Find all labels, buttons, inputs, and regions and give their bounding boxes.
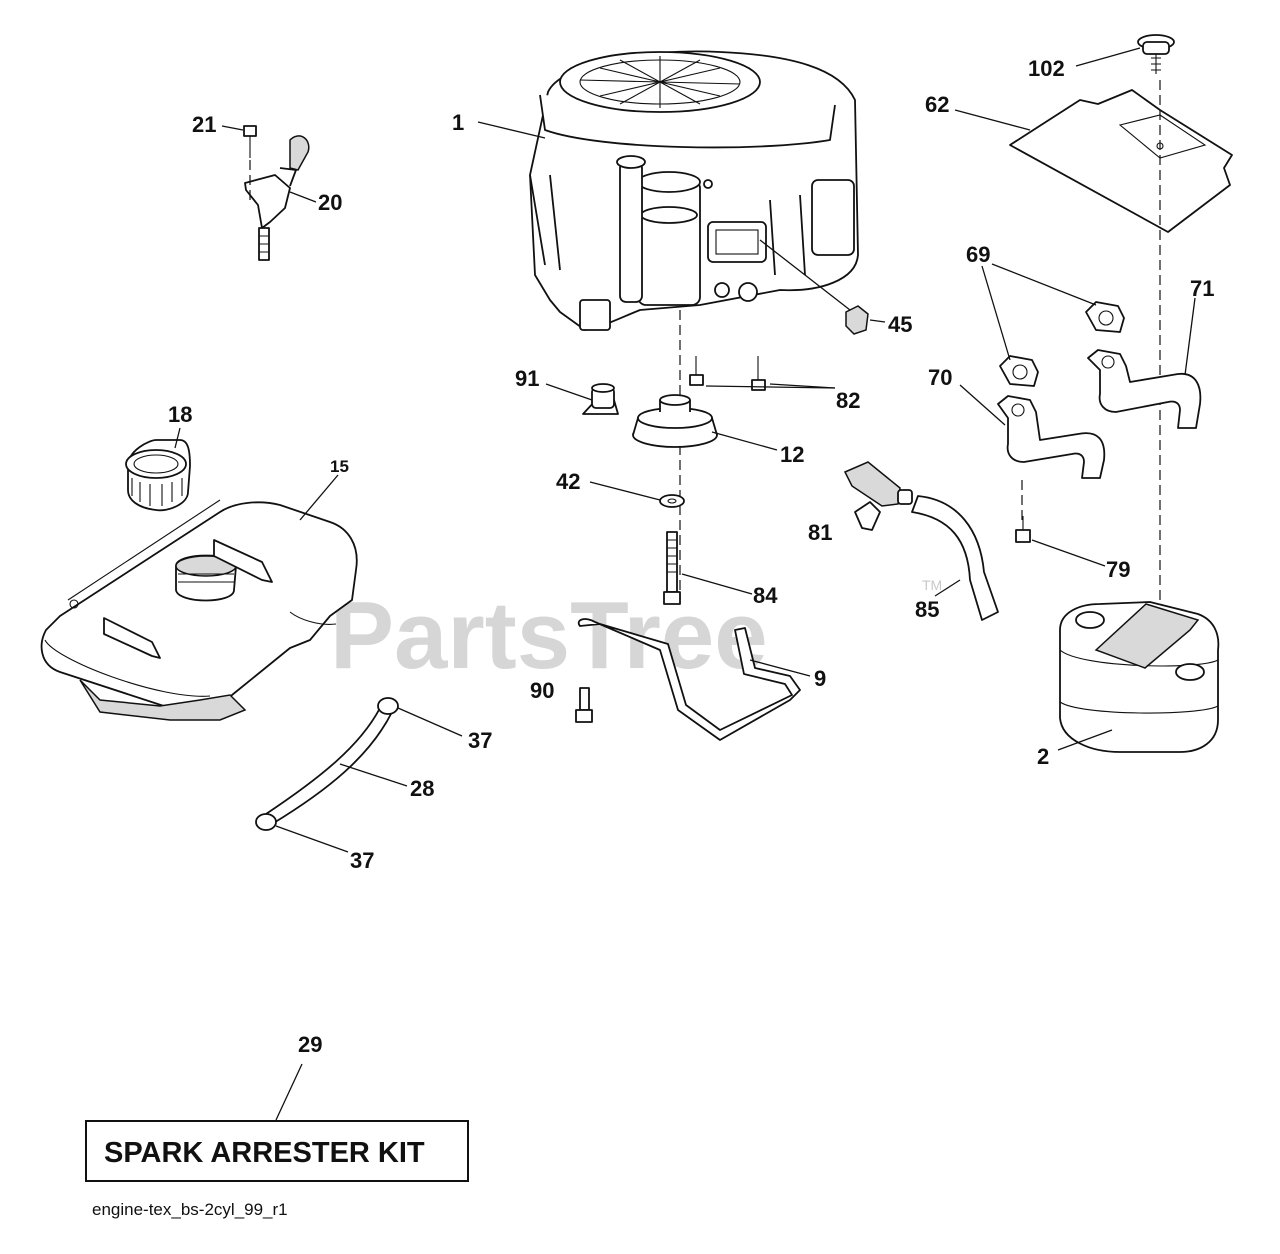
callout-85: 84 (753, 583, 778, 608)
callout-70: 70 (928, 365, 952, 390)
callout-71: 71 (1190, 276, 1214, 301)
callout-1: 1 (452, 110, 464, 135)
callout-18: 18 (168, 402, 192, 427)
callout-90: 90 (530, 678, 554, 703)
callout-28: 28 (410, 776, 434, 801)
callout-29: 29 (298, 1032, 322, 1057)
part-screw-21[interactable] (243, 125, 257, 205)
part-fuel-hose-28[interactable] (265, 707, 393, 825)
callout-69: 69 (966, 242, 990, 267)
part-fuel-line-81[interactable] (911, 495, 999, 621)
callout-2: 2 (1037, 744, 1049, 769)
part-fuel-tank[interactable] (40, 499, 358, 721)
part-bushing[interactable] (582, 383, 619, 415)
part-knob-102[interactable] (1137, 34, 1175, 74)
part-throttle-bracket[interactable] (244, 135, 310, 261)
callout-91: 91 (515, 366, 539, 391)
part-heat-shield[interactable] (1009, 89, 1233, 233)
part-exhaust-pipe-70[interactable] (997, 395, 1106, 479)
callout-12: 12 (780, 442, 804, 467)
part-gasket-69b[interactable] (1085, 301, 1125, 333)
spark-arrester-kit-label: SPARK ARRESTER KIT (104, 1137, 425, 1169)
spark-arrester-kit-box[interactable]: SPARK ARRESTER KIT (85, 1120, 469, 1182)
part-exhaust-pipe-71[interactable] (1087, 349, 1202, 429)
part-pulley[interactable] (632, 394, 718, 448)
callout-15: 15 (330, 457, 349, 476)
callout-81: 85 (915, 597, 939, 622)
part-bolts-84[interactable] (689, 356, 766, 391)
callout-37a: 37 (468, 728, 492, 753)
part-bolt-79[interactable] (1015, 516, 1031, 543)
watermark-brand: PartsTree (330, 582, 768, 689)
part-bracket-9[interactable] (577, 618, 801, 741)
part-bolt-90[interactable] (575, 687, 593, 723)
watermark-trademark: TM (922, 577, 942, 593)
part-bolt-85[interactable] (663, 531, 681, 605)
callout-42: 42 (556, 469, 580, 494)
callout-82: 81 (808, 520, 832, 545)
callout-79: 79 (1106, 557, 1130, 582)
callout-62: 62 (925, 92, 949, 117)
callout-37b: 37 (350, 848, 374, 873)
part-gasket-69a[interactable] (999, 355, 1039, 387)
part-engine[interactable] (529, 50, 859, 331)
part-muffler[interactable] (1059, 601, 1220, 753)
diagram-code: engine-tex_bs-2cyl_99_r1 (92, 1200, 288, 1219)
part-nut-45[interactable] (845, 305, 869, 335)
callout-20: 20 (318, 190, 342, 215)
part-fuel-cap[interactable] (125, 439, 191, 512)
callout-84: 82 (836, 388, 860, 413)
part-hose-clamp-37a[interactable] (377, 697, 399, 715)
callout-9: 9 (814, 666, 826, 691)
part-washer-42[interactable] (659, 494, 685, 508)
callout-21: 21 (192, 112, 216, 137)
callout-102: 102 (1028, 56, 1065, 81)
callout-45: 45 (888, 312, 912, 337)
part-fuel-valve[interactable] (843, 461, 913, 531)
part-hose-clamp-37b[interactable] (255, 813, 277, 831)
